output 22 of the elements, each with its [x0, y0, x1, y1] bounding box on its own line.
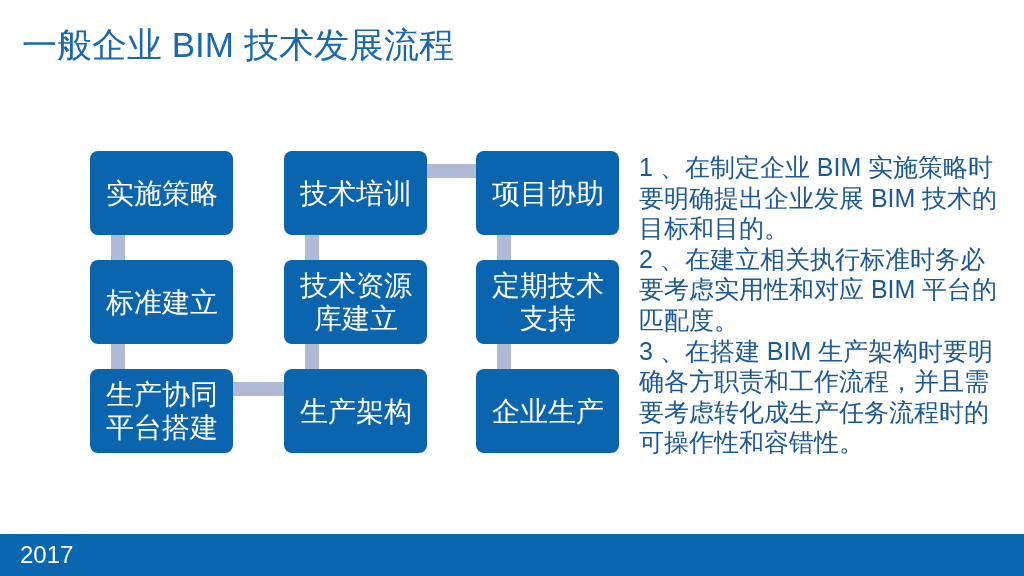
- process-box: 技术培训: [284, 151, 427, 235]
- connector-bar: [305, 344, 319, 369]
- process-box: 项目协助: [476, 151, 619, 235]
- process-box: 生产协同平台搭建: [90, 369, 233, 453]
- connector-bar: [497, 344, 511, 369]
- process-box: 实施策略: [90, 151, 233, 235]
- connector-bar: [233, 382, 284, 396]
- process-box: 生产架构: [284, 369, 427, 453]
- connector-bar: [497, 235, 511, 260]
- connector-bar: [427, 164, 476, 178]
- note-text: 1 、在制定企业 BIM 实施策略时要明确提出企业发展 BIM 技术的目标和目的。: [639, 152, 999, 244]
- process-box: 技术资源库建立: [284, 260, 427, 344]
- footer-year: 2017: [20, 540, 74, 570]
- note-text: 3 、在搭建 BIM 生产架构时要明确各方职责和工作流程，并且需要考虑转化成生产任务流程时的可操作性和容错性。: [639, 335, 995, 458]
- connector-bar: [111, 344, 125, 369]
- title: 一般企业 BIM 技术发展流程: [22, 24, 454, 66]
- connector-bar: [111, 235, 125, 260]
- process-box: 企业生产: [476, 369, 619, 453]
- note-text: 2 、在建立相关执行标准时务必要考虑实用性和对应 BIM 平台的匹配度。: [639, 243, 999, 336]
- process-box: 标准建立: [90, 260, 233, 344]
- process-box: 定期技术支持: [476, 260, 619, 344]
- connector-bar: [305, 235, 319, 260]
